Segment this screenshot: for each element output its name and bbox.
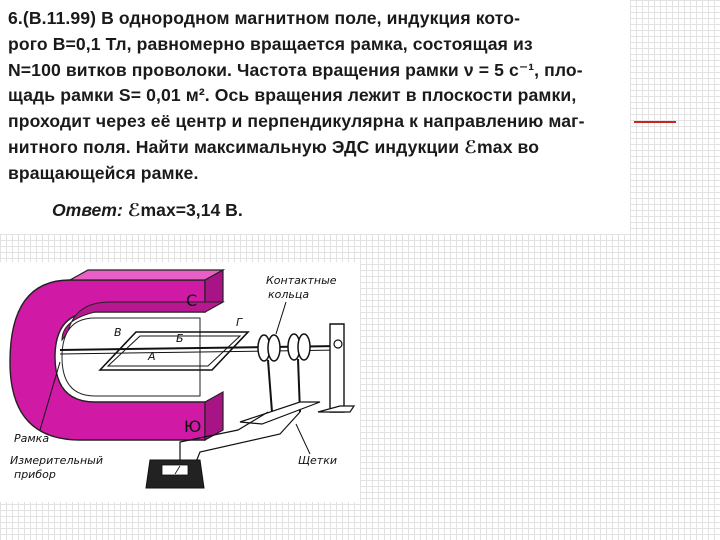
brush-base	[239, 401, 321, 425]
magnet-body	[9, 279, 206, 441]
magnet-top-face	[67, 269, 226, 281]
frame-label: Рамка	[14, 432, 49, 445]
brushes-label: Щетки	[298, 454, 337, 467]
frame-leader	[39, 361, 61, 431]
problem-line: N=100 витков проволоки. Частота вращения…	[8, 59, 583, 80]
answer-label: Ответ:	[52, 200, 123, 220]
problem-line: нитного поля. Найти максимальную ЭДС инд…	[8, 136, 540, 157]
meter-label-2: прибор	[14, 468, 56, 481]
point-a-label: А	[147, 350, 156, 363]
bearing-hole	[333, 339, 343, 349]
problem-line: 6.(В.11.99) В однородном магнитном поле,…	[8, 8, 521, 28]
brush-left	[267, 359, 273, 413]
generator-diagram: С Ю В Б А Г Контактные	[9, 268, 356, 489]
meter-needle	[174, 465, 181, 475]
contact-rings-leader	[275, 301, 287, 335]
wire-right	[195, 411, 301, 463]
brushes-leader	[295, 423, 311, 455]
rotating-frame-inner	[106, 335, 242, 367]
meter-window	[161, 464, 189, 476]
point-b-label: Б	[176, 332, 184, 345]
point-g-label: Г	[236, 316, 243, 329]
problem-text: 6.(В.11.99) В однородном магнитном поле,…	[8, 6, 618, 187]
problem-line: рого B=0,1 Тл, равномерно вращается рамк…	[8, 33, 533, 54]
problem-line: проходит через её центр и перпендикулярн…	[8, 111, 585, 132]
rotating-frame	[98, 331, 250, 371]
magnet-pole-end-bottom	[204, 390, 224, 442]
problem-line: щадь рамки S= 0,01 м². Ось вращения лежи…	[8, 85, 577, 106]
magnet-gap	[61, 317, 201, 397]
problem-line: вращающейся рамке.	[8, 162, 199, 183]
answer-value: ℰmax=3,14 В.	[127, 200, 243, 220]
problem-panel: 6.(В.11.99) В однородном магнитном поле,…	[0, 0, 630, 234]
bearing-base	[317, 405, 356, 413]
contact-ring-4	[297, 333, 311, 361]
pole-north-label: С	[186, 291, 197, 310]
point-v-label: В	[114, 326, 122, 339]
red-accent-line	[634, 121, 676, 123]
generator-figure: С Ю В Б А Г Контактные	[0, 262, 360, 502]
wire-left	[179, 411, 269, 462]
pole-south-label: Ю	[184, 417, 201, 436]
contact-rings-label-2: кольца	[268, 288, 309, 301]
answer: Ответ: ℰmax=3,14 В.	[52, 200, 243, 221]
meter-label: Измерительный	[10, 454, 103, 467]
contact-ring-2	[267, 334, 281, 362]
contact-rings-label: Контактные	[266, 274, 337, 287]
bearing-post	[329, 323, 345, 413]
